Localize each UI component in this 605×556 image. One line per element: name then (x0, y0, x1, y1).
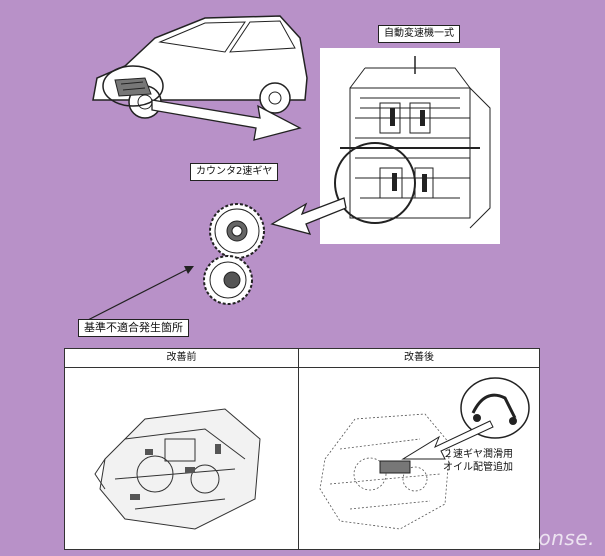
transmission-cutaway (320, 48, 500, 244)
oil-pipe-callout-line1: ２速ギヤ潤滑用 (443, 449, 513, 460)
defect-pointer-line (83, 266, 194, 323)
after-heading: 改善後 (299, 349, 539, 368)
counter-gear-illustration (203, 203, 265, 305)
oil-pipe-callout-line2: オイル配管追加 (443, 462, 513, 473)
car-illustration (92, 15, 308, 119)
defect-location-label: 基準不適合発生箇所 (78, 319, 189, 337)
engine-before-illustration (94, 408, 261, 530)
callout-arrow-icon (401, 420, 494, 460)
arrow-to-transmission-icon (151, 99, 302, 141)
watermark-logo: Response. (487, 526, 595, 550)
comparison-divider (298, 349, 299, 549)
transmission-label: 自動変速機一式 (378, 25, 460, 43)
before-heading: 改善前 (65, 349, 298, 368)
counter-gear-label: カウンタ2速ギヤ (190, 163, 279, 181)
arrow-to-gear-icon (270, 197, 347, 235)
oil-pipe-detail-illustration (460, 377, 530, 439)
comparison-panel: 改善前 改善後 ２速ギヤ潤滑用 オイル配管追加 (64, 348, 540, 550)
engine-after-illustration (319, 413, 451, 530)
